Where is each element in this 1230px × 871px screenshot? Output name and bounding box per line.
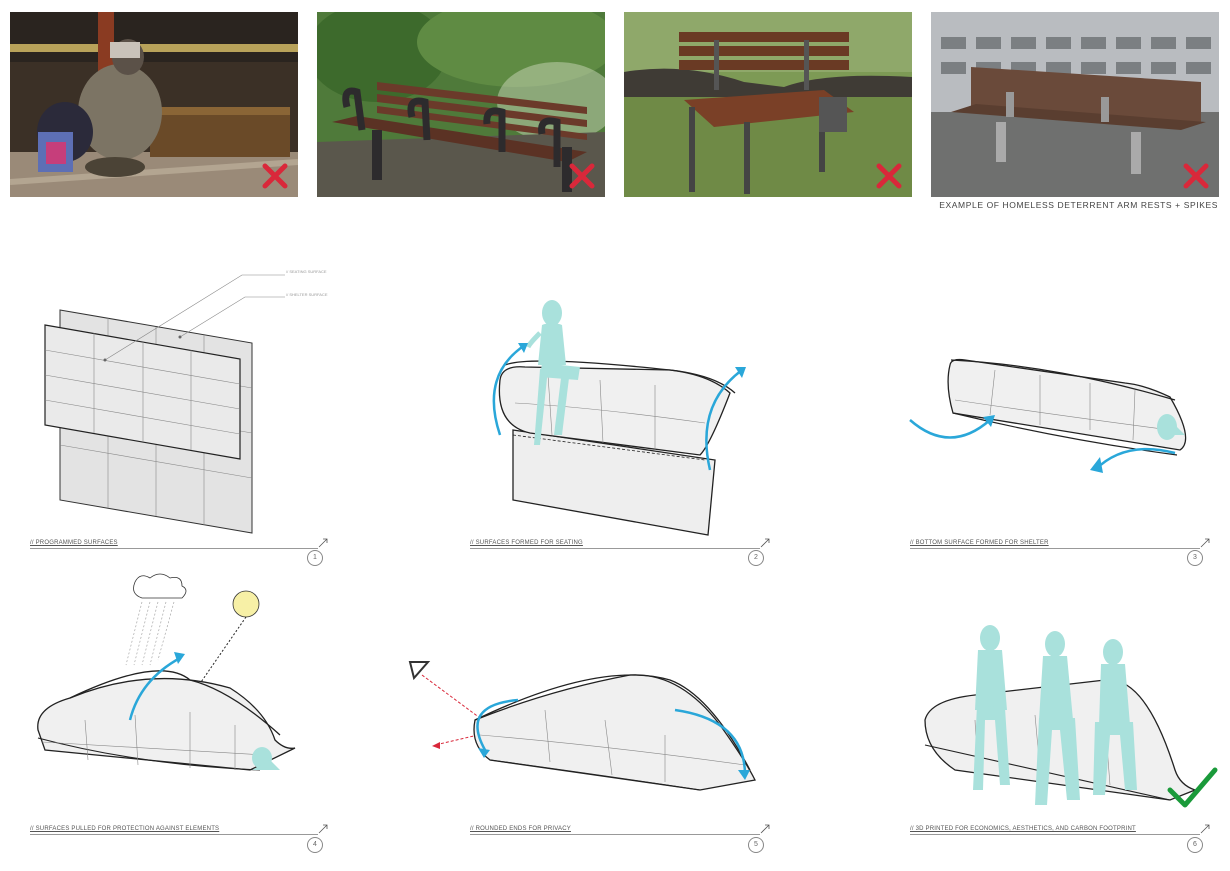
rule-arrow-icon bbox=[760, 824, 770, 834]
rule-arrow-icon bbox=[1200, 824, 1210, 834]
panel-2-caption: // SURFACES FORMED FOR SEATING bbox=[470, 540, 583, 546]
panel-3d-printed bbox=[915, 620, 1220, 830]
panel-1-rule bbox=[30, 548, 318, 549]
panel-5-rule bbox=[470, 834, 760, 835]
panel-6-caption: // 3D PRINTED FOR ECONOMICS, AESTHETICS,… bbox=[910, 826, 1136, 832]
panel-rounded-ends bbox=[400, 650, 770, 830]
panel-3-caption: // BOTTOM SURFACE FORMED FOR SHELTER bbox=[910, 540, 1049, 546]
reject-x-icon bbox=[1183, 163, 1209, 189]
panel-1-caption: // PROGRAMMED SURFACES bbox=[30, 540, 118, 546]
reject-x-icon bbox=[876, 163, 902, 189]
park-bench-armrests-photo bbox=[317, 12, 605, 197]
panel-2-number: 2 bbox=[748, 550, 764, 566]
sun-icon bbox=[232, 590, 260, 618]
accept-check-icon bbox=[1167, 767, 1218, 808]
seating-surface-label: // SEATING SURFACE bbox=[286, 269, 327, 274]
panel-5-caption: // ROUNDED ENDS FOR PRIVACY bbox=[470, 826, 571, 832]
photo-caption: EXAMPLE OF HOMELESS DETERRENT ARM RESTS … bbox=[939, 200, 1218, 210]
panel-2-rule bbox=[470, 548, 760, 549]
shelter-surface-label: // SHELTER SURFACE bbox=[286, 292, 328, 297]
rule-arrow-icon bbox=[318, 824, 328, 834]
panel-4-number: 4 bbox=[307, 837, 323, 853]
panel-5-number: 5 bbox=[748, 837, 764, 853]
panel-protection-elements bbox=[30, 570, 330, 830]
panel-4-rule bbox=[30, 834, 318, 835]
reject-x-icon bbox=[569, 163, 595, 189]
viewpoint-icon bbox=[408, 661, 431, 681]
panel-3-number: 3 bbox=[1187, 550, 1203, 566]
panel-bottom-shelter bbox=[905, 345, 1205, 545]
panel-programmed-surfaces: // SEATING SURFACE // SHELTER SURFACE bbox=[30, 265, 330, 545]
panel-3-rule bbox=[910, 548, 1200, 549]
panel-surfaces-seating bbox=[470, 285, 770, 545]
rule-arrow-icon bbox=[760, 538, 770, 548]
rule-arrow-icon bbox=[1200, 538, 1210, 548]
rule-arrow-icon bbox=[318, 538, 328, 548]
cloud-icon bbox=[133, 573, 187, 599]
station-bench-photo bbox=[931, 12, 1219, 197]
reject-x-icon bbox=[262, 163, 288, 189]
subway-bench-photo bbox=[10, 12, 298, 197]
panel-4-caption: // SURFACES PULLED FOR PROTECTION AGAINS… bbox=[30, 826, 220, 832]
panel-1-number: 1 bbox=[307, 550, 323, 566]
lawn-bench-photo bbox=[624, 12, 912, 197]
panel-6-number: 6 bbox=[1187, 837, 1203, 853]
panel-6-rule bbox=[910, 834, 1200, 835]
